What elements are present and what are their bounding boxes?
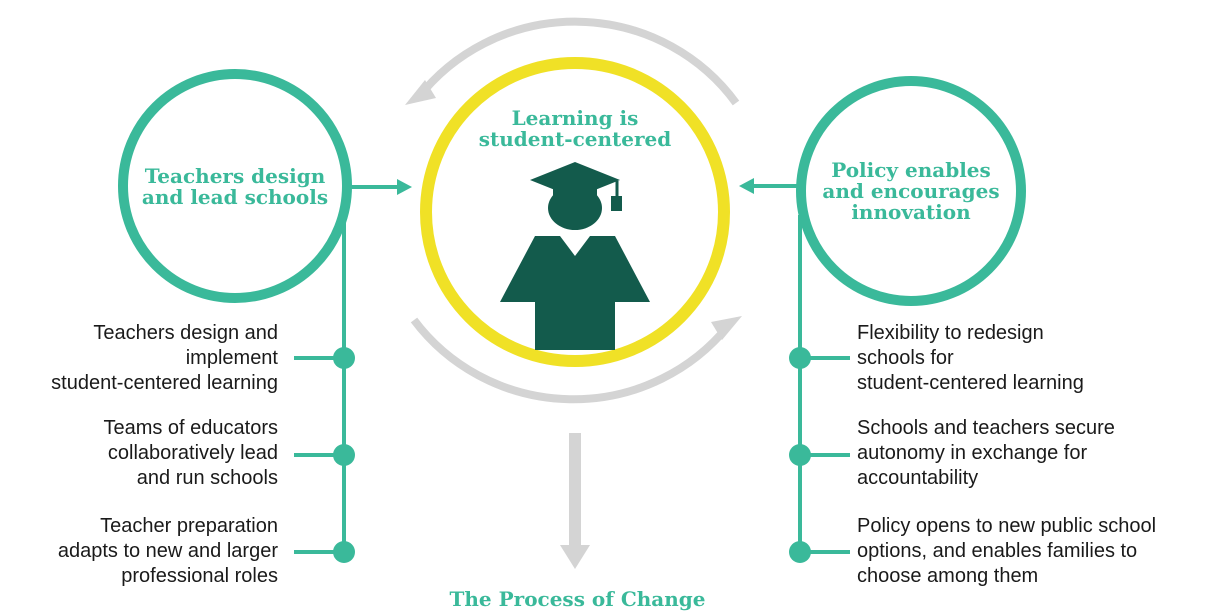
cycle-arrow-bottom-head <box>711 316 742 340</box>
left-title: Teachers design and lead schools <box>125 166 345 208</box>
center-circle <box>420 57 730 367</box>
center-title-line-2: student-centered <box>478 127 672 151</box>
footer-title: The Process of Change <box>449 587 706 611</box>
left-item-2: Teams of educators collaboratively lead … <box>103 417 278 489</box>
left-item-3: Teacher preparation adapts to new and la… <box>57 515 278 587</box>
left-item-1: Teachers design and implement student-ce… <box>51 322 278 394</box>
right-title: Policy enables and encourages innovation <box>801 160 1021 223</box>
center-title: Learning is student-centered <box>455 108 695 150</box>
left-bullet-3 <box>333 541 355 563</box>
right-item-2: Schools and teachers secure autonomy in … <box>857 417 1115 489</box>
left-title-line-1: Teachers design <box>144 164 326 188</box>
cycle-arrow-top <box>414 17 740 106</box>
right-title-line-3: innovation <box>851 200 971 224</box>
cycle-arrow-top-head <box>405 80 436 105</box>
right-circle <box>796 76 1026 306</box>
left-title-line-2: and lead schools <box>141 185 329 209</box>
right-title-line-2: and encourages <box>822 179 1000 203</box>
left-connector-arrowhead <box>397 179 412 195</box>
cycle-arrow-bottom <box>410 317 732 404</box>
down-arrow-head <box>560 545 590 569</box>
graduate-icon <box>500 162 650 350</box>
right-title-line-1: Policy enables <box>831 158 991 182</box>
right-item-1: Flexibility to redesign schools for stud… <box>857 322 1084 394</box>
right-item-3: Policy opens to new public school option… <box>857 515 1157 587</box>
right-bullet-2 <box>789 444 811 466</box>
left-bullet-1 <box>333 347 355 369</box>
left-bullet-2 <box>333 444 355 466</box>
right-bullet-1 <box>789 347 811 369</box>
right-connector-arrowhead <box>739 178 754 194</box>
center-title-line-1: Learning is <box>511 106 639 130</box>
right-bullet-3 <box>789 541 811 563</box>
